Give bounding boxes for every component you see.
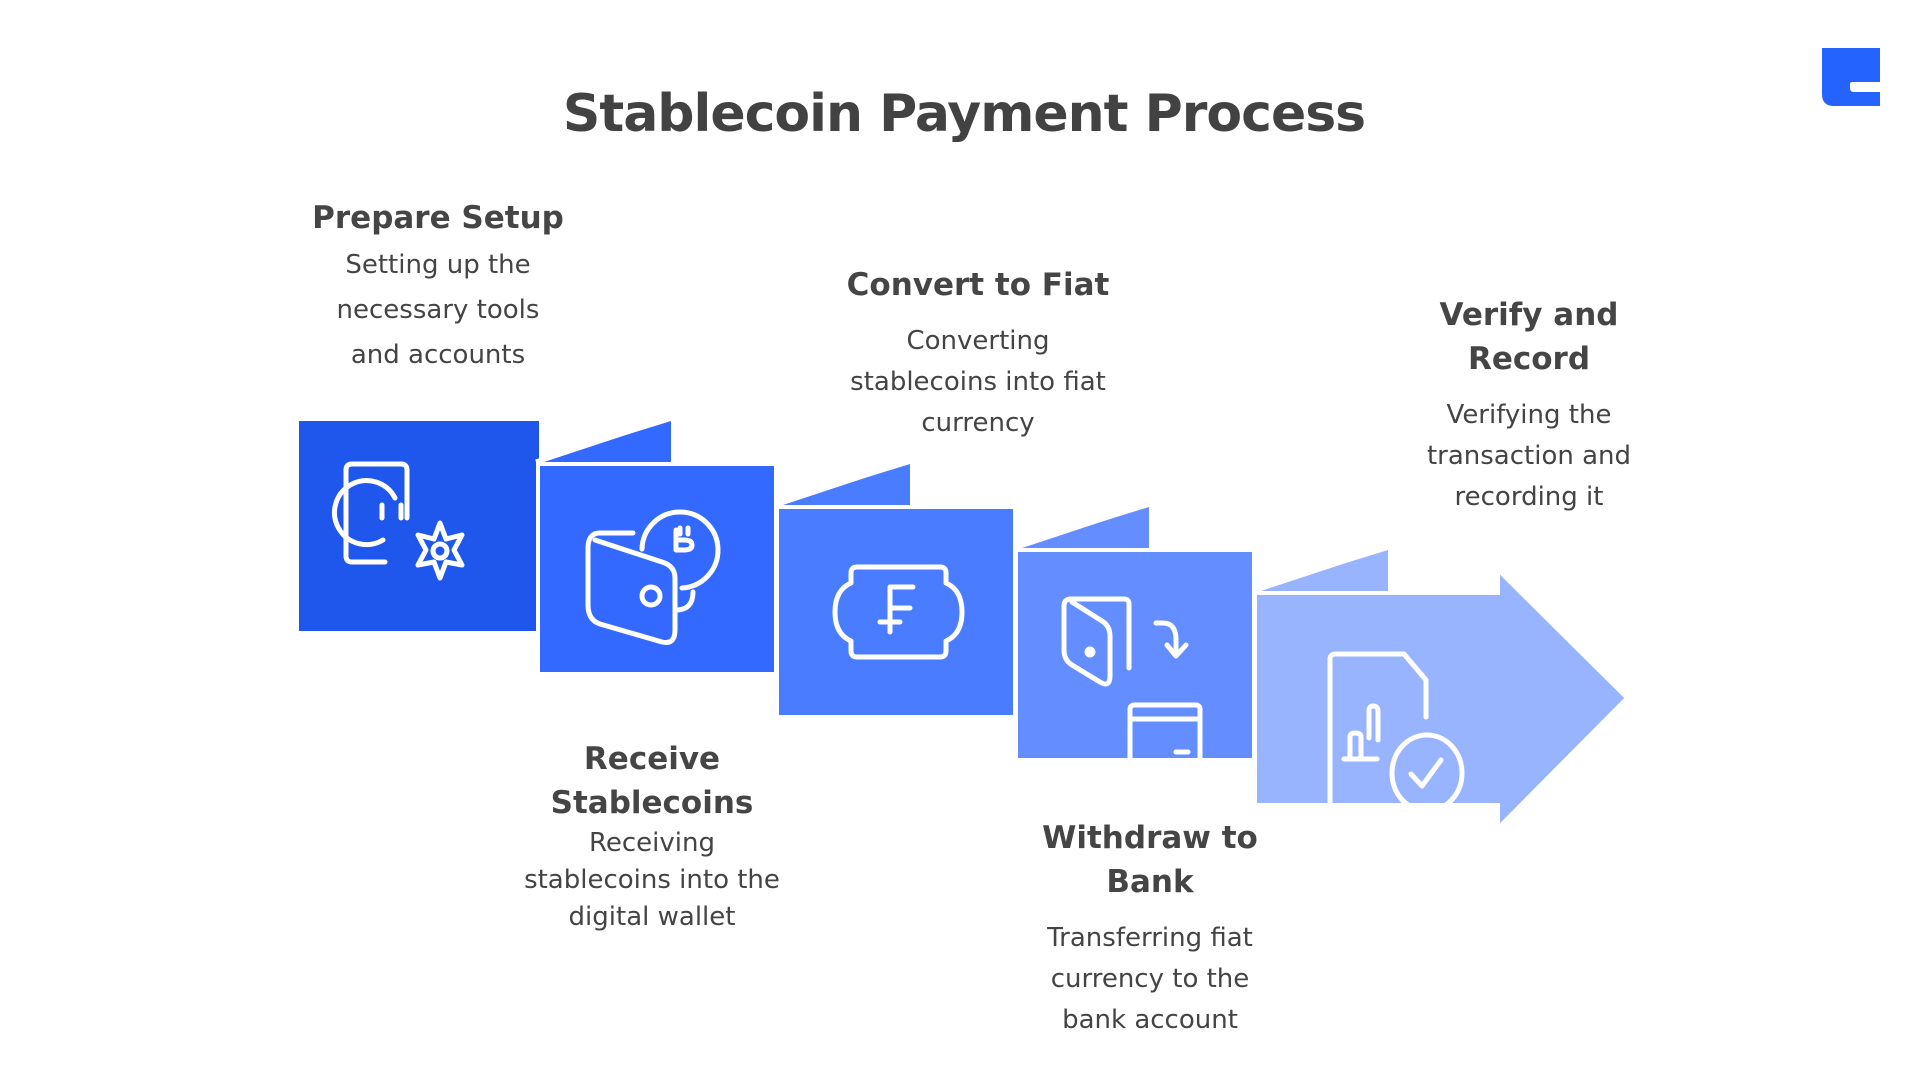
wallet-to-card-transfer-icon xyxy=(1061,596,1203,771)
step-desc-line: bank account xyxy=(1062,1005,1238,1035)
crypto-wallet-icon xyxy=(585,509,721,645)
step-desc-line: currency to the xyxy=(1050,964,1250,994)
step-verify-and-record: Verify and Record Verifying the transact… xyxy=(1369,293,1689,518)
step-desc-line: necessary tools xyxy=(336,295,540,325)
step-withdraw-to-bank: Withdraw to Bank Transferring fiat curre… xyxy=(990,816,1310,1041)
verified-report-icon xyxy=(1327,651,1465,815)
step-desc-line: transaction and xyxy=(1426,441,1632,471)
step-title-line: Withdraw to xyxy=(1042,820,1258,856)
setup-gear-icon xyxy=(332,461,465,581)
step-title-line: Stablecoins xyxy=(550,785,754,821)
step-desc-line: Verifying the xyxy=(1446,400,1612,430)
step-prepare-setup: Prepare Setup Setting up the necessary t… xyxy=(278,196,598,378)
franc-currency-icon xyxy=(832,564,965,660)
step-desc-line: digital wallet xyxy=(568,902,736,932)
step-title-line: Bank xyxy=(1106,864,1194,900)
step-title: Convert to Fiat xyxy=(846,267,1110,303)
step-title-line: Receive xyxy=(583,741,721,777)
step-convert-to-fiat: Convert to Fiat Converting stablecoins i… xyxy=(818,263,1138,444)
step-desc-line: stablecoins into the xyxy=(524,865,780,895)
step-desc-line: and accounts xyxy=(350,340,526,370)
step-desc-line: stablecoins into fiat xyxy=(850,367,1106,397)
step-desc-line: recording it xyxy=(1454,482,1604,512)
step-desc-line: Receiving xyxy=(588,828,715,858)
step-3-panel xyxy=(775,505,1017,719)
step-desc-line: Setting up the xyxy=(345,250,531,280)
step-desc-line: Transferring fiat xyxy=(1047,923,1253,953)
step-title-line: Verify and xyxy=(1439,297,1619,333)
step-title-line: Record xyxy=(1467,341,1591,377)
brand-logo xyxy=(1822,48,1880,106)
step-title: Prepare Setup xyxy=(312,200,564,236)
step-5-arrow-panel xyxy=(1253,565,1630,833)
step-desc-line: Converting xyxy=(906,326,1050,356)
step-desc-line: currency xyxy=(921,408,1035,438)
step-4-panel xyxy=(1014,548,1256,762)
page-title: Stablecoin Payment Process xyxy=(562,84,1366,144)
step-receive-stablecoins: Receive Stablecoins Receiving stablecoin… xyxy=(492,737,812,936)
